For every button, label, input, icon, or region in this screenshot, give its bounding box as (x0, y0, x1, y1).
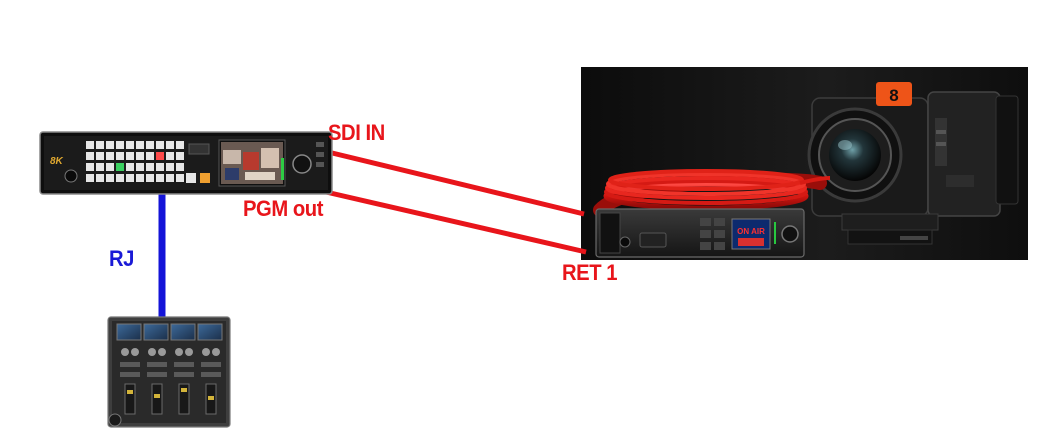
camera-control-panel (107, 316, 231, 428)
cables (158, 149, 587, 318)
tally-light (876, 82, 912, 106)
fiber-cable-coil (593, 169, 831, 217)
pgm-out-cable (325, 189, 587, 255)
studio-camera: 8 (807, 82, 1019, 245)
sdi-in-cable (327, 149, 585, 217)
on-air-text: ON AIR (737, 227, 765, 236)
tally-number: 8 (889, 86, 898, 105)
ret1-label: RET 1 (562, 260, 618, 285)
switcher-badge: 8K (50, 156, 64, 167)
sdi-in-label: SDI IN (328, 120, 385, 145)
switcher-button-grid (86, 141, 184, 182)
rj-label: RJ (109, 246, 134, 271)
fiber-converter: ON AIR (595, 208, 805, 258)
pgm-out-label: PGM out (243, 196, 323, 221)
camera-photo: 8 ON AIR (581, 67, 1028, 260)
production-switcher: 8K (39, 131, 333, 195)
